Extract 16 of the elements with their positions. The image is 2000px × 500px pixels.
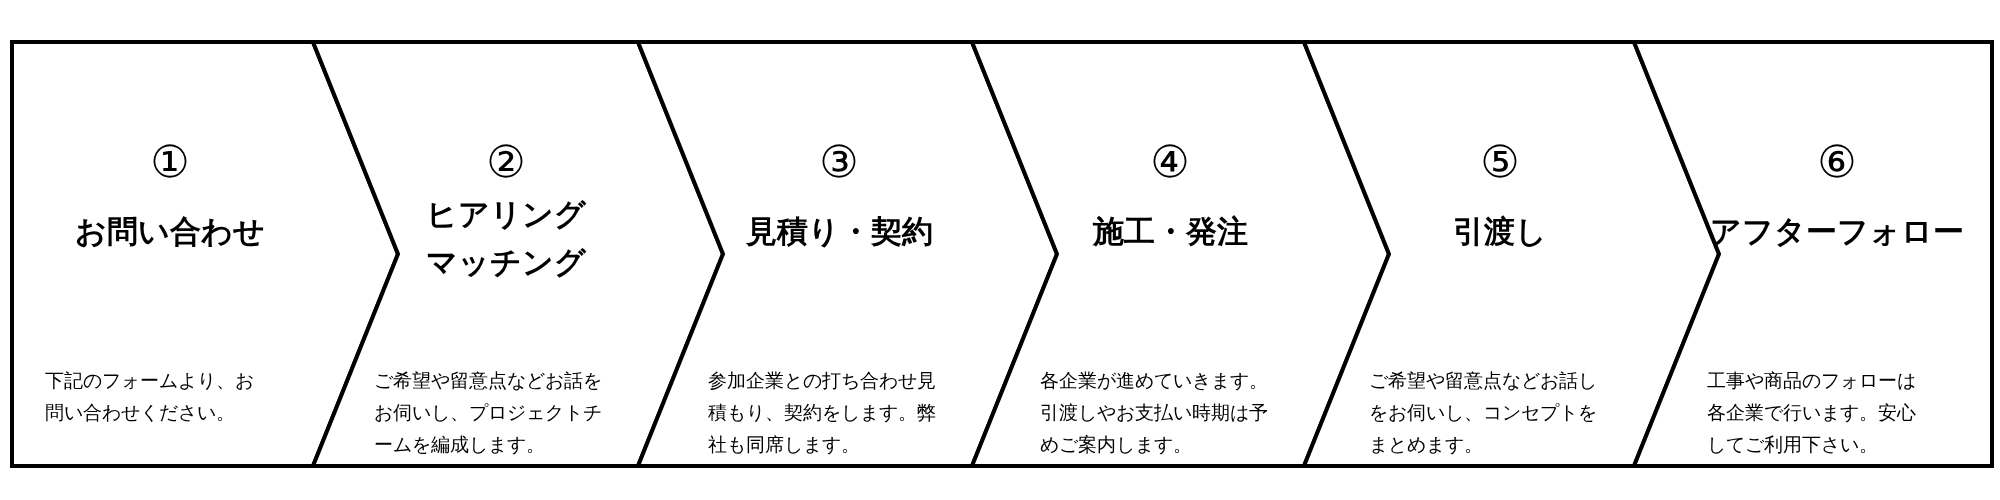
step-description: 工事や商品のフォローは各企業で行います。安心してご利用下さい。 <box>1707 368 1917 457</box>
step-number: ⑤ <box>1479 137 1521 187</box>
step-number: ⑥ <box>1816 137 1858 187</box>
step-title: 施工・発注 <box>1091 212 1249 251</box>
step-description: ご希望や留意点などお話をお伺いし、プロジェクトチームを編成します。 <box>374 368 603 457</box>
chevron-step <box>972 42 1389 466</box>
step-description: 各企業が進めていきます。引渡しやお支払い時期は予めご案内します。 <box>1040 368 1269 457</box>
step-number: ③ <box>818 137 860 187</box>
step-title: ヒアリングマッチング <box>425 195 587 282</box>
step-number: ④ <box>1149 137 1191 187</box>
step-title: 見積り・契約 <box>744 212 934 251</box>
step-description: 参加企業との打ち合わせ見積もり、契約をします。弊社も同席します。 <box>708 368 937 457</box>
step-description: ご希望や留意点などお話しをお伺いし、コンセプトをまとめます。 <box>1369 368 1598 457</box>
step-number: ② <box>485 137 527 187</box>
step-title: 引渡し <box>1452 212 1548 251</box>
step-title: アフターフォロー <box>1709 212 1965 251</box>
